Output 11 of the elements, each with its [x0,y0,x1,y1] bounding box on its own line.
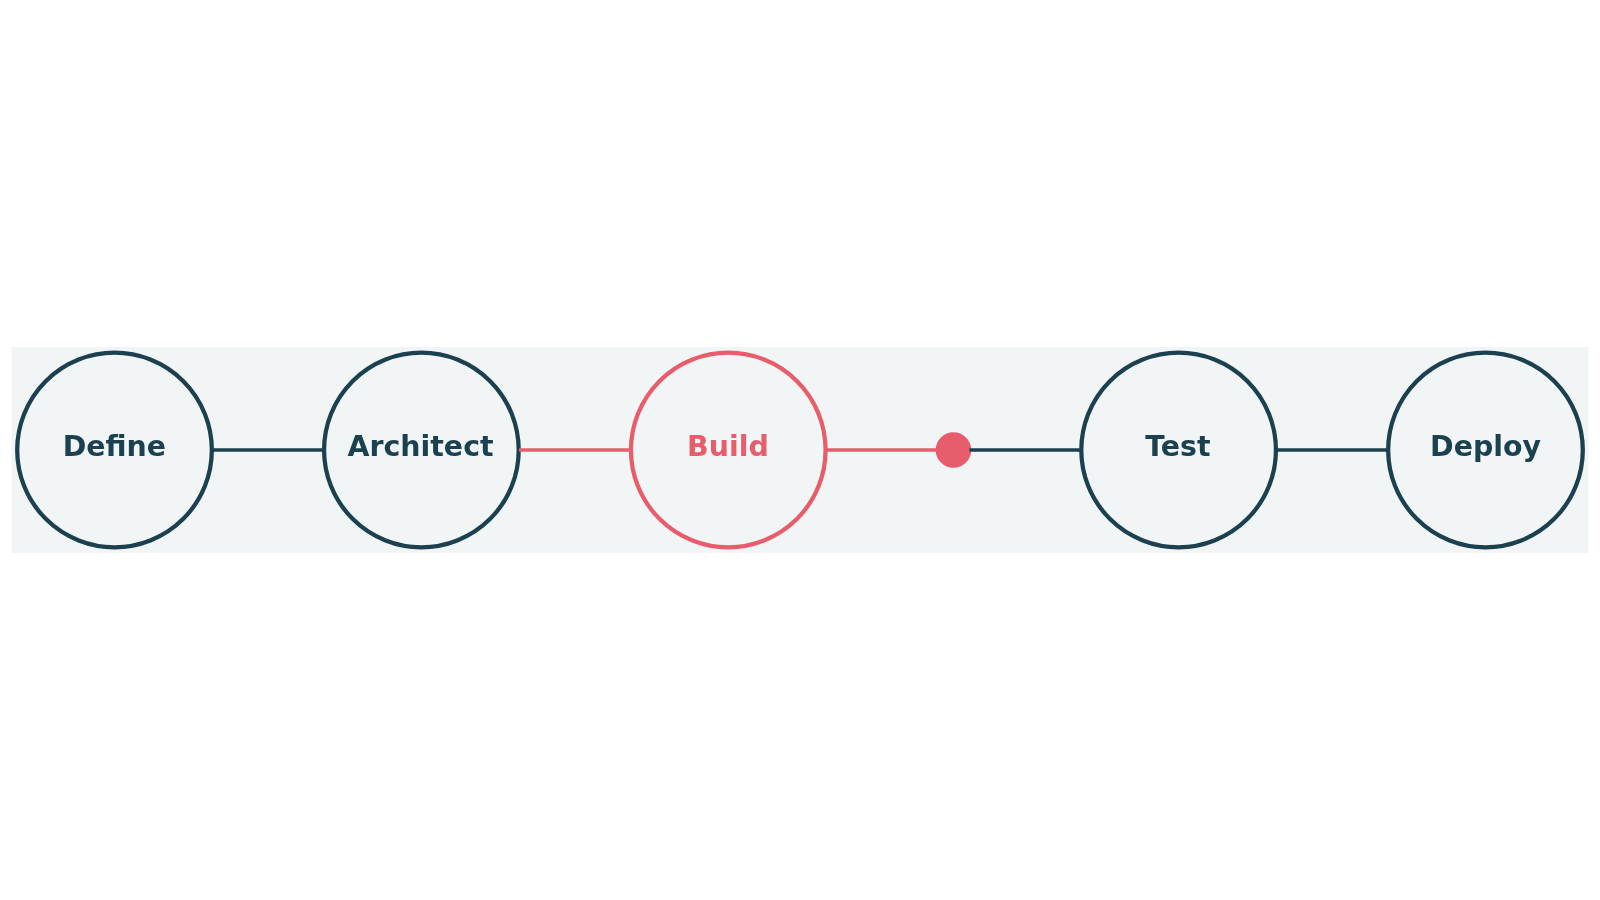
connector [969,448,1082,452]
connector [212,448,324,452]
node-circle: Deploy [1386,350,1585,550]
node-circle: Architect [321,350,521,550]
connector [1276,448,1388,452]
node-circle: Build [628,350,828,550]
connector [519,448,631,452]
node-circle [935,432,972,468]
connector [825,448,938,452]
node-circle: Define [15,350,214,550]
node-circle: Test [1079,350,1279,550]
